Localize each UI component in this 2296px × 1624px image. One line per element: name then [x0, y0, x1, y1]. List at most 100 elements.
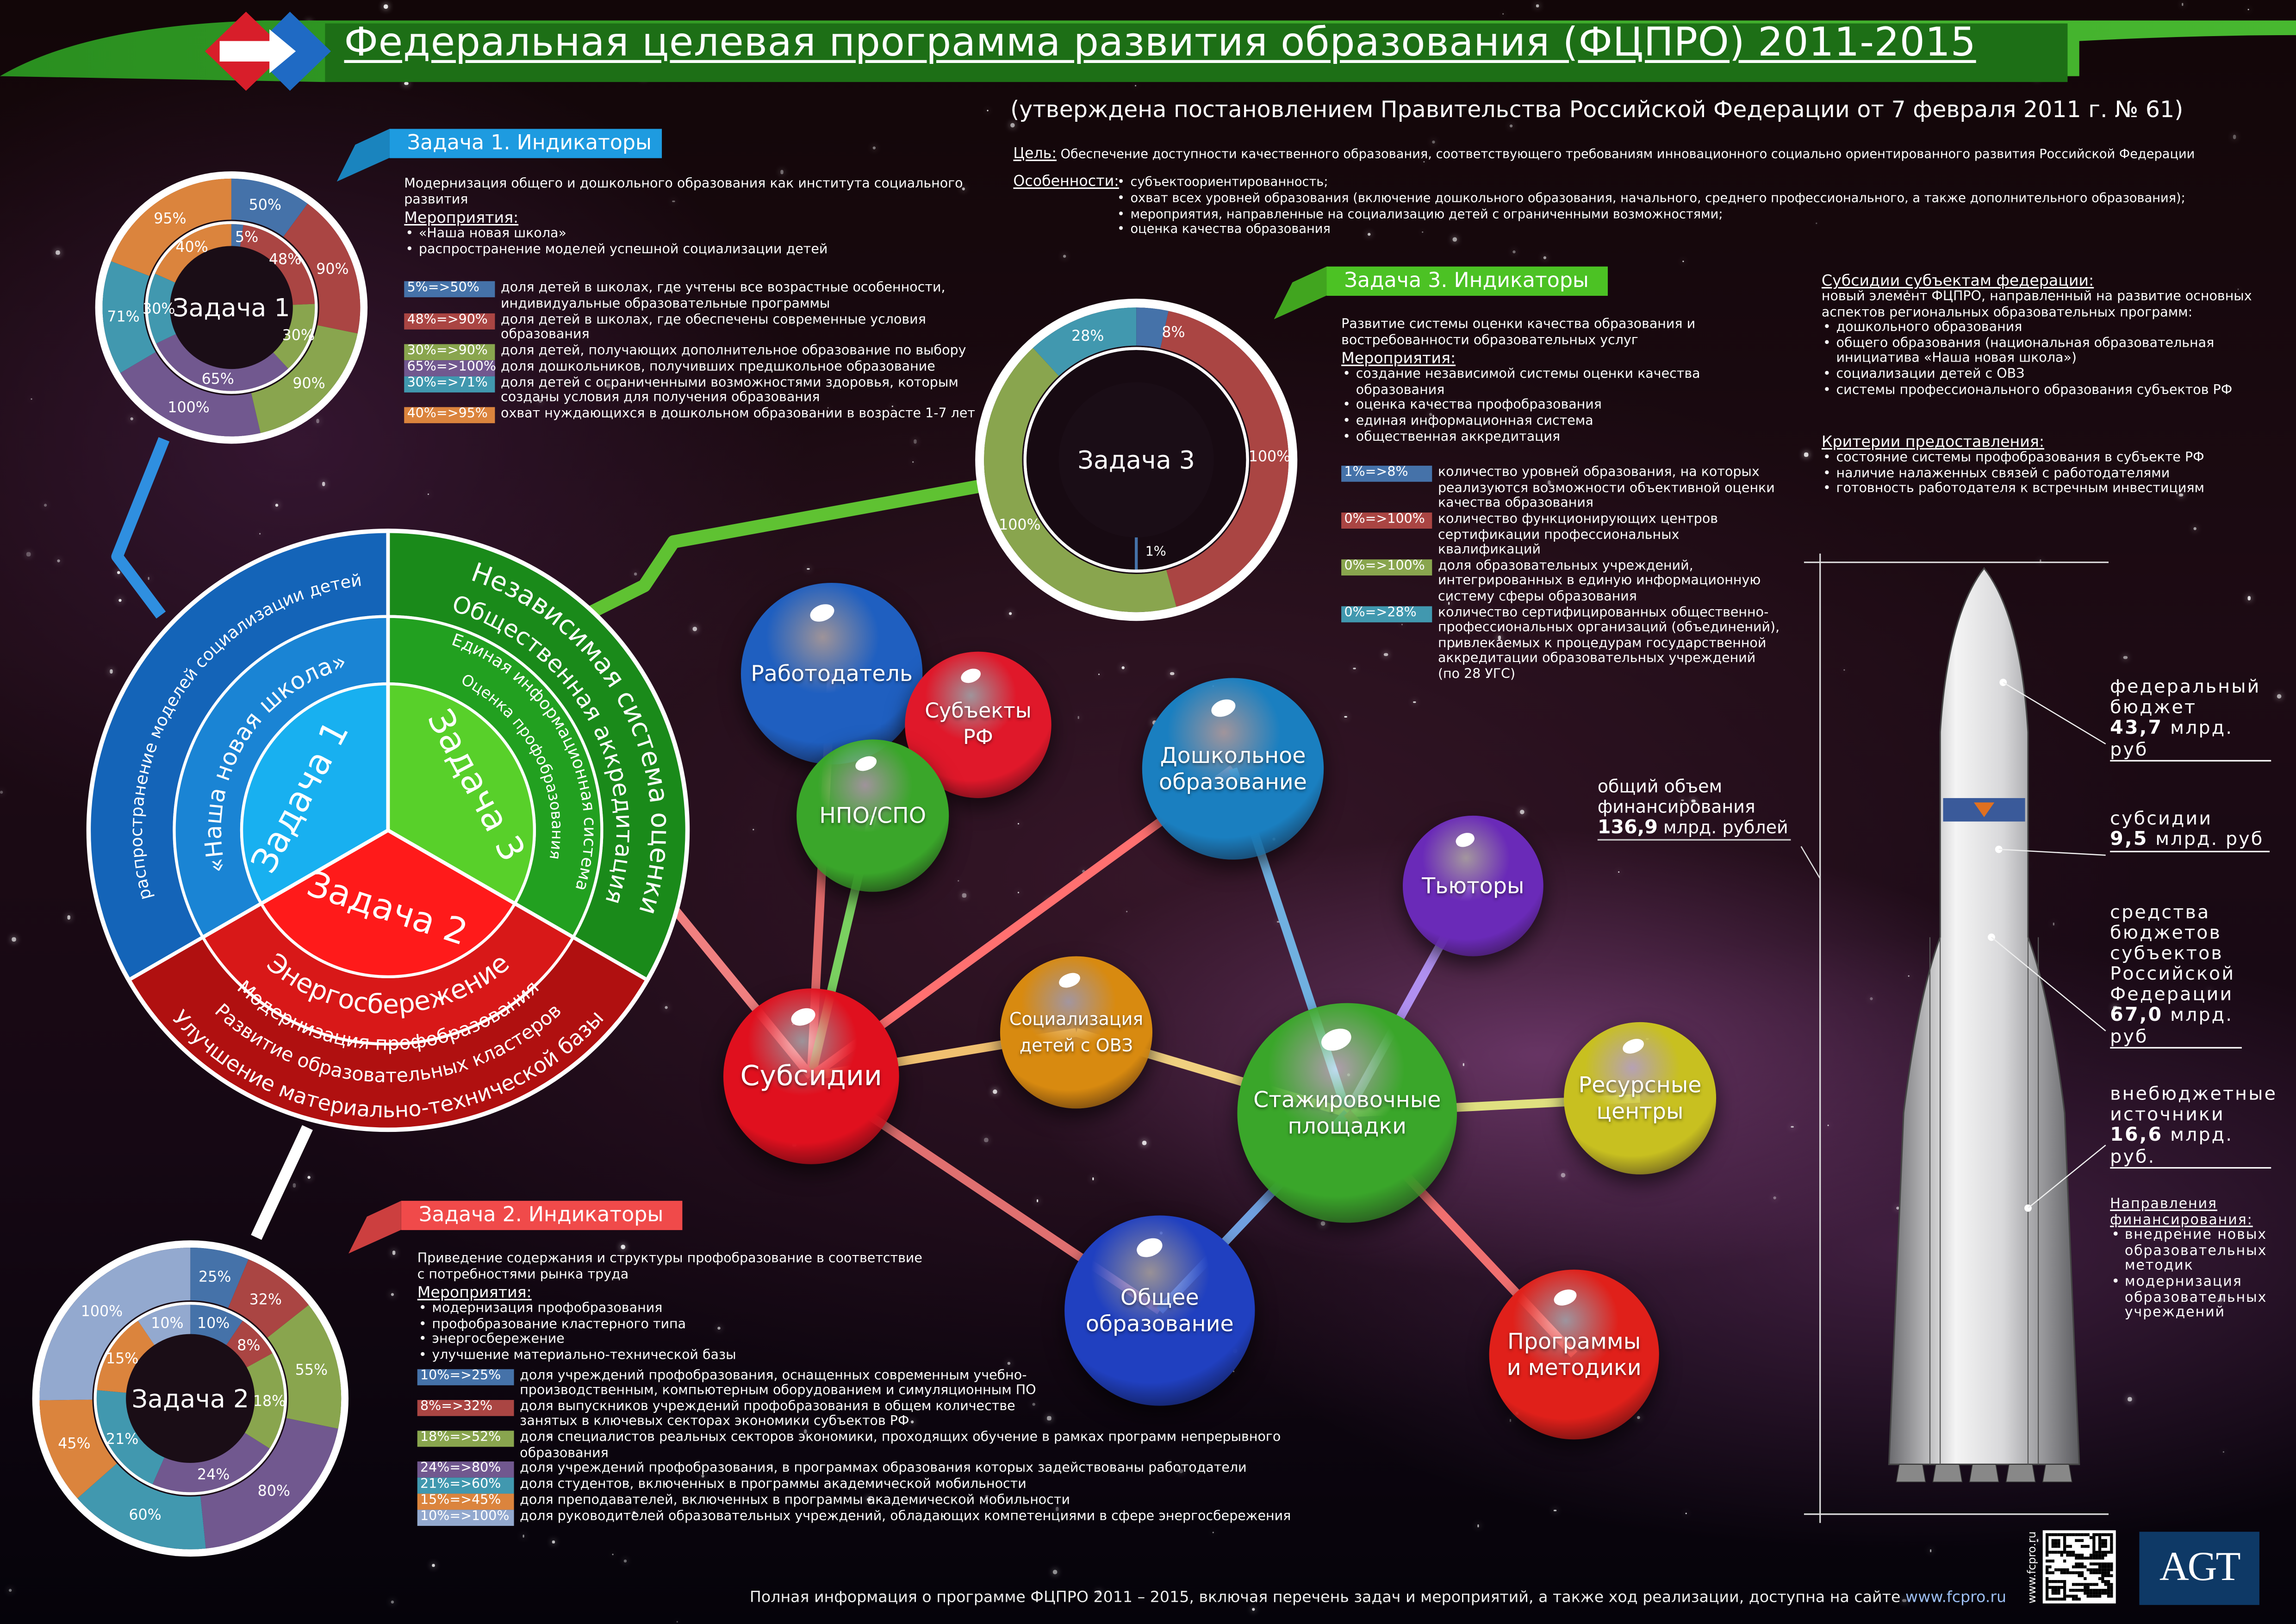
indicator-row: 10%=>25%доля учреждений профобразования,…: [417, 1368, 1311, 1399]
funding-source-label: внебюджетные источники: [2110, 1082, 2277, 1125]
total-callout-line: [1800, 846, 1821, 879]
funding-source-amount: 67,0 млрд. руб: [2110, 1004, 2242, 1049]
title-banner-shape: [0, 20, 2296, 82]
star: [322, 482, 325, 486]
qr-code-icon[interactable]: [2042, 1530, 2116, 1604]
task1-connector: [111, 437, 170, 619]
star: [1011, 122, 1015, 127]
indicator-tag: 8%=>32%: [417, 1399, 514, 1416]
title-banner: [0, 18, 2296, 85]
star: [1077, 716, 1080, 718]
bubble-11[interactable]: Программы и методики: [1489, 1269, 1659, 1440]
star: [12, 937, 16, 942]
bubble-3[interactable]: НПО/СПО: [796, 739, 949, 892]
star: [914, 440, 917, 443]
indicator-tag: 10%=>100%: [417, 1510, 514, 1526]
donut-inner-ring: [1023, 347, 1249, 573]
task-wheel: распространение моделей социализации дет…: [86, 528, 690, 1132]
funding-source-value: 9,5: [2110, 829, 2148, 851]
star: [606, 384, 610, 388]
task1-wheel-ring-inner: [174, 616, 388, 937]
star: [1554, 1509, 1556, 1512]
donut-label: 71%: [107, 309, 139, 325]
star: [2193, 527, 2196, 531]
bubble-label: Общее образование: [1085, 1284, 1234, 1337]
star: [910, 1420, 915, 1424]
indicator-tag: 65%=>100%: [404, 360, 496, 376]
measures-list: модернизация профобразованияпрофобразова…: [417, 1302, 1311, 1364]
star: [1033, 1403, 1036, 1406]
star: [1498, 636, 1502, 639]
bubble-label: НПО/СПО: [819, 802, 927, 829]
star: [1321, 1221, 1325, 1225]
star: [1412, 700, 1416, 704]
star: [1509, 1419, 1512, 1422]
indicator-row: 15%=>45%доля преподавателей, включенных …: [417, 1493, 1311, 1510]
rocket-nozzle: [2042, 1464, 2072, 1482]
rocket-nozzle: [1932, 1464, 1963, 1482]
subsidies-block: Субсидии субъектам федерации: новый элем…: [1822, 272, 2276, 498]
bubble-9[interactable]: Ресурсные центры: [1564, 1022, 1717, 1174]
donut-label: 25%: [199, 1268, 231, 1285]
donut-slice: [1033, 307, 1137, 376]
rocket-illustration: [1800, 553, 2109, 1523]
indicator-tag: 18%=>52%: [417, 1430, 514, 1447]
subsidy-item: общего образования (национальная образов…: [1836, 337, 2276, 368]
bubble-label: Работодатель: [751, 660, 913, 687]
goal-label: Цель:: [1013, 146, 1057, 163]
site-link[interactable]: www.fcpro.ru: [1905, 1589, 2007, 1607]
indicator-row: 10%=>100% доля руководителей образователь…: [417, 1510, 1311, 1526]
donut-slice: [97, 1320, 155, 1393]
star: [1212, 1531, 1214, 1534]
donut-slice: [267, 1305, 342, 1429]
measure-item: улучшение материально-технической базы: [432, 1349, 1310, 1364]
bubble-5[interactable]: Тьюторы: [1403, 815, 1543, 956]
task3-wheel-core: [388, 684, 535, 904]
donut-slice: [148, 274, 176, 344]
bubble-7[interactable]: Субсидии: [723, 988, 899, 1164]
direction-item: внедрение новых образовательных методик: [2125, 1228, 2293, 1276]
features-label: Особенности:: [1013, 174, 1119, 191]
star: [391, 1600, 394, 1604]
measure-item: единая информационная система: [1356, 414, 1781, 430]
donut-slice: [120, 352, 261, 437]
star: [1685, 1513, 1686, 1515]
star: [891, 405, 894, 408]
star: [803, 1430, 808, 1433]
footer-note: Полная информация о программе ФЦПРО 2011…: [750, 1589, 2006, 1606]
star: [1903, 1599, 1907, 1603]
star: [676, 1621, 678, 1624]
indicator-row: 48%=>90%доля детей в школах, где обеспеч…: [404, 312, 975, 344]
donut-label: 100%: [999, 517, 1040, 533]
donut-chart-task1: 5%48%30%65%30%40%50%90%90%100%71%95%Зада…: [95, 171, 368, 444]
star: [1097, 673, 1099, 675]
bubble-8[interactable]: Стажировочные площадки: [1237, 1003, 1457, 1223]
measure-item: оценка качества профобразования: [1356, 399, 1781, 415]
bubble-10[interactable]: Общее образование: [1064, 1215, 1255, 1406]
star: [109, 669, 113, 673]
star: [1929, 1549, 1932, 1552]
donut-label: 90%: [316, 261, 348, 277]
star: [1092, 1177, 1095, 1180]
bubble-6[interactable]: Социализация детей с ОВЗ: [1000, 956, 1152, 1109]
donut-label: 1%: [1145, 544, 1166, 559]
bubble-1[interactable]: Работодатель: [740, 582, 923, 765]
subsidy-item: социализации детей с ОВЗ: [1836, 368, 2276, 383]
donut-slice: [984, 348, 1176, 612]
task-lead: Развитие системы оценки качества образов…: [1341, 318, 1696, 348]
star: [259, 533, 261, 535]
funding-source-value: 43,7: [2110, 717, 2163, 740]
star: [1009, 612, 1013, 616]
measure-item: энергосбережение: [432, 1333, 1310, 1349]
rocket-nozzle: [1969, 1464, 1999, 1482]
star: [1082, 869, 1086, 874]
measures-list: «Наша новая школа»распространение моделе…: [404, 227, 975, 258]
indicator-tag: 48%=>90%: [404, 312, 495, 329]
bubble-4[interactable]: Дошкольное образование: [1142, 678, 1324, 860]
donut-label: 100%: [168, 399, 209, 416]
task-lead: Модернизация общего и дошкольного образо…: [404, 177, 963, 207]
indicator-description: доля руководителей образовательных учреж…: [520, 1510, 1291, 1525]
donut-slice: [77, 1463, 206, 1549]
star: [1772, 1196, 1776, 1199]
